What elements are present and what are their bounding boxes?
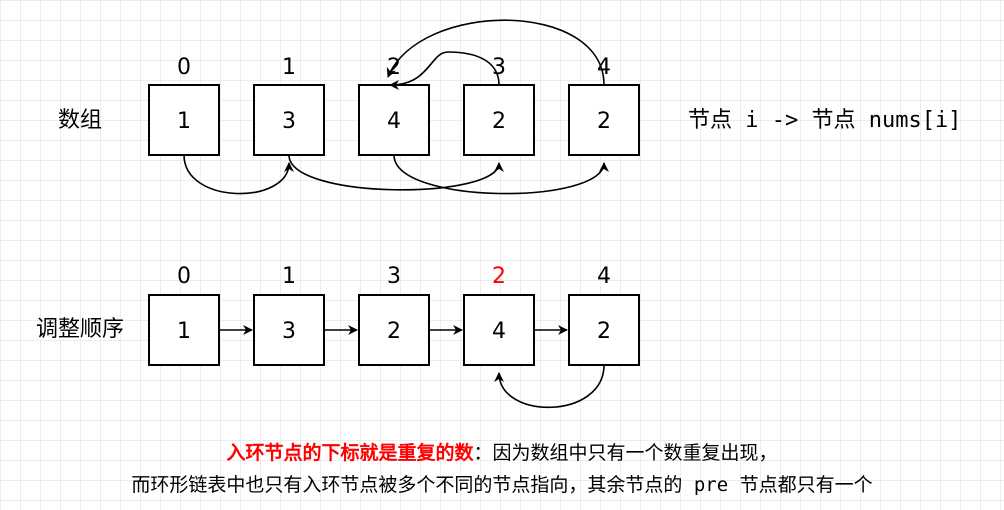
array-index-0: 0 (177, 55, 191, 80)
array-row-label: 数组 (58, 108, 102, 133)
array-index-1: 1 (282, 55, 296, 80)
array-index-3: 3 (492, 55, 506, 80)
caption-line1-text: 因为数组中只有一个数重复出现， (492, 442, 778, 464)
reordered-row-label: 调整顺序 (36, 317, 124, 342)
caption-colon: ： (473, 442, 493, 464)
reordered-index-0: 0 (177, 264, 191, 289)
array-value-3: 2 (492, 109, 506, 134)
list-value-2: 2 (387, 319, 401, 344)
reordered-index-1: 1 (282, 264, 296, 289)
caption-line-1: 入环节点的下标就是重复的数：因为数组中只有一个数重复出现， (0, 440, 1004, 466)
caption-line2-text-b: 节点都只有一个 (739, 474, 873, 496)
list-node-4 (568, 294, 640, 366)
list-value-4: 2 (597, 319, 611, 344)
array-index-4: 4 (597, 55, 611, 80)
reordered-index-entry-node: 2 (492, 264, 506, 289)
caption-line-2: 而环形链表中也只有入环节点被多个不同的节点指向，其余节点的 pre 节点都只有一… (0, 472, 1004, 498)
caption-code-pre: pre (682, 474, 740, 496)
edge-1-to-3 (288, 154, 504, 191)
array-cell-0 (148, 84, 220, 156)
reordered-index-2: 3 (387, 264, 401, 289)
array-value-2: 4 (387, 109, 401, 134)
caption-line2-text-a: 而环形链表中也只有入环节点被多个不同的节点指向，其余节点的 (131, 474, 683, 496)
mapping-label: 节点 i -> 节点 nums[i] (688, 108, 961, 133)
list-value-1: 3 (282, 319, 296, 344)
list-value-3: 4 (492, 319, 506, 344)
array-to-linked-list-diagram: 数组 0 1 2 3 4 1 3 4 2 2 节点 i -> 节点 nums[i… (36, 19, 961, 409)
edge-4-to-2 (386, 19, 605, 86)
edge-2-to-4 (393, 154, 609, 195)
array-value-4: 2 (597, 109, 611, 134)
edge-3-to-2 (389, 51, 500, 90)
edge-0-to-1 (183, 154, 294, 195)
reordered-index-4: 4 (597, 264, 611, 289)
list-value-0: 1 (177, 319, 191, 344)
list-node-0 (148, 294, 220, 366)
caption-highlight: 入环节点的下标就是重复的数 (226, 442, 474, 464)
array-value-1: 3 (282, 109, 296, 134)
array-value-0: 1 (177, 109, 191, 134)
list-node-3 (463, 294, 535, 366)
cycle-back-link (494, 364, 605, 409)
